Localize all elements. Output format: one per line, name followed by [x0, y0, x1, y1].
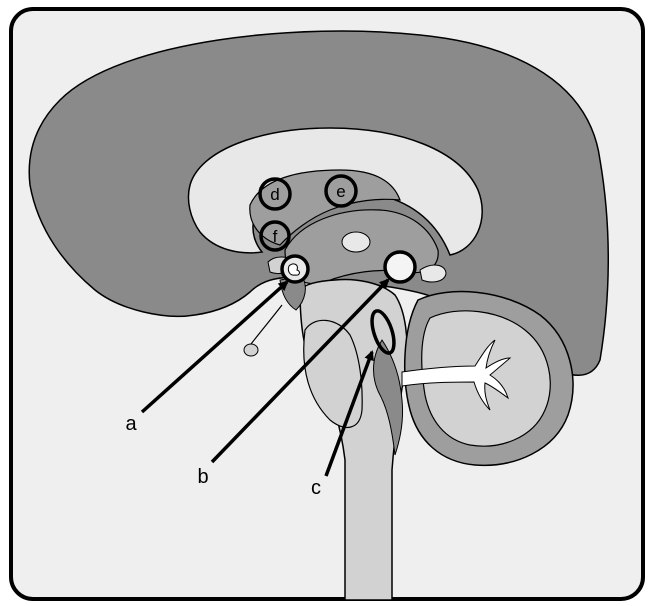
circle-b-target [385, 252, 415, 282]
interthalamic-adhesion [342, 232, 370, 252]
label-b: b [197, 466, 208, 488]
pineal-region [420, 265, 446, 282]
label-c: c [311, 477, 321, 499]
label-a: a [125, 413, 137, 435]
label-f: f [273, 227, 278, 246]
pituitary-gland [244, 344, 258, 356]
label-e: e [336, 182, 345, 201]
label-d: d [270, 185, 279, 204]
